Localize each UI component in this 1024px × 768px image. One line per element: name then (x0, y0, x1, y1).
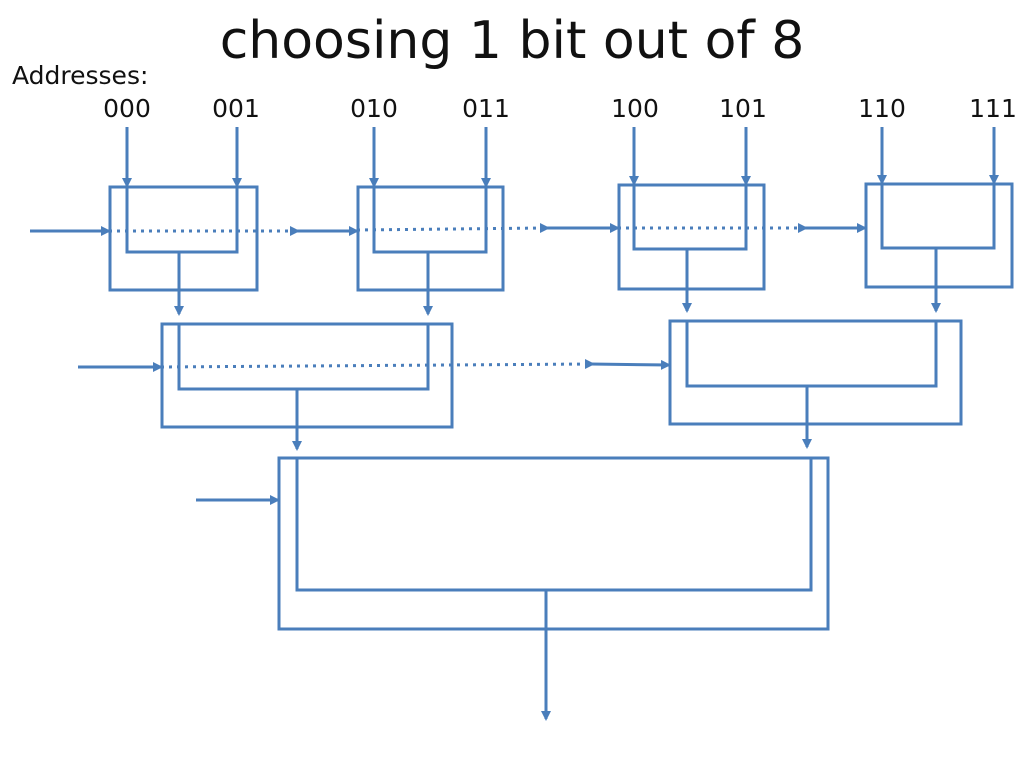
address-input-arrows (122, 127, 999, 188)
level-1-mux-4 (864, 182, 1014, 313)
level-2-mux-1 (160, 322, 454, 451)
slide-title: choosing 1 bit out of 8 (219, 11, 805, 71)
select-input-arrows (30, 223, 867, 505)
addresses-label: Addresses: (12, 61, 149, 90)
mux-path (880, 184, 996, 250)
select-arrow-level-2-mux-2 (589, 359, 671, 370)
address-label-101: 101 (719, 94, 767, 123)
mux-box (356, 185, 505, 292)
level-1-mux-2 (356, 185, 505, 316)
dotted-arrowhead-2 (540, 223, 550, 233)
dotted-select-level-2 (160, 362, 591, 369)
dotted-arrowhead-1 (290, 226, 300, 236)
mux-box (160, 322, 454, 429)
address-label-100: 100 (611, 94, 659, 123)
dotted-line-arrowheads (290, 223, 808, 369)
mux-path (632, 185, 748, 251)
mux-box (277, 456, 830, 631)
mux-path (177, 324, 430, 391)
mux-box (617, 183, 766, 291)
mux-box (864, 182, 1014, 289)
mux-path (125, 187, 239, 254)
level-1-mux-1 (108, 185, 259, 316)
address-label-110: 110 (858, 94, 906, 123)
level-1-mux-3 (617, 183, 766, 313)
select-dotted-lines (109, 226, 803, 369)
level-2-mux-2 (668, 319, 963, 449)
dotted-select-level-1-b (356, 226, 546, 232)
mux-path (372, 187, 488, 254)
dotted-arrowhead-4 (585, 359, 595, 369)
address-label-111: 111 (969, 94, 1017, 123)
address-label-010: 010 (350, 94, 398, 123)
mux-path (685, 321, 938, 388)
dotted-arrowhead-3 (798, 223, 808, 233)
level-3-mux (277, 456, 830, 721)
mux-box (668, 319, 963, 426)
mux-box (108, 185, 259, 292)
mux-path (295, 458, 813, 592)
address-label-001: 001 (212, 94, 260, 123)
address-label-011: 011 (462, 94, 510, 123)
address-label-000: 000 (103, 94, 151, 123)
